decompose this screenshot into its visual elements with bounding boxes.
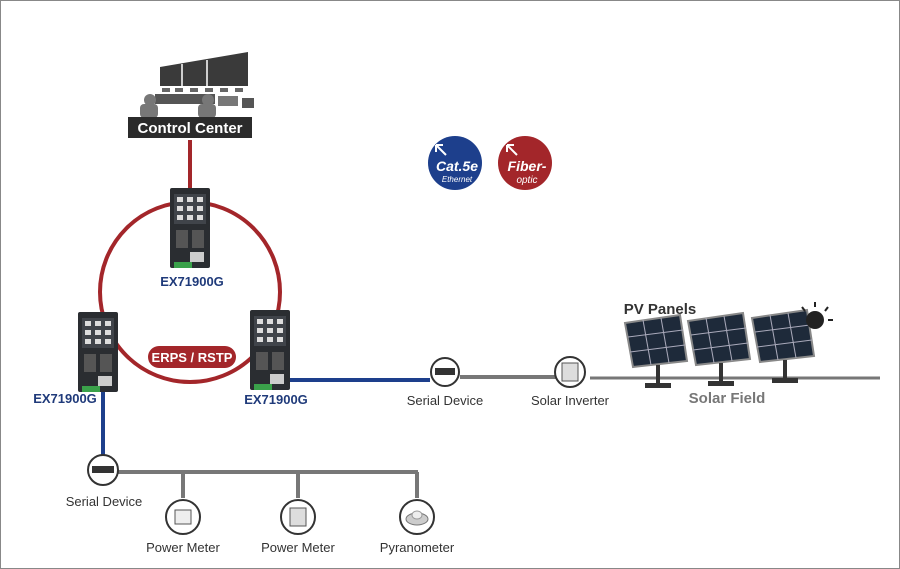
- legend-fiber-line2: optic: [516, 175, 537, 186]
- legend-copper: Cat.5e Ethernet: [428, 136, 482, 190]
- power-meter-2-label: Power Meter: [261, 540, 335, 555]
- switch-top-label: EX71900G: [160, 274, 224, 289]
- switch-right-label: EX71900G: [244, 392, 308, 407]
- ring-protocol-label: ERPS / RSTP: [152, 350, 233, 365]
- sun-icon: [801, 302, 833, 329]
- serial-device-left-label: Serial Device: [66, 494, 143, 509]
- solar-inverter-label: Solar Inverter: [531, 393, 610, 408]
- solar-field-label: Solar Field: [689, 390, 766, 407]
- switch-right-icon[interactable]: [250, 310, 290, 390]
- power-meter-icon[interactable]: [165, 499, 201, 535]
- solar-inverter-icon[interactable]: [554, 356, 586, 388]
- legend-copper-line1: Cat.5e: [436, 158, 478, 174]
- legend-fiber: Fiber- optic: [498, 136, 552, 190]
- serial-bus-left: [118, 470, 419, 498]
- serial-device-right-label: Serial Device: [407, 393, 484, 408]
- control-center-icon: Control Center: [128, 52, 254, 138]
- serial-device-left-icon[interactable]: [87, 454, 119, 486]
- serial-device-right-icon[interactable]: [430, 357, 460, 387]
- pv-panels-label: PV Panels: [624, 301, 697, 318]
- switch-top-icon[interactable]: [170, 188, 210, 268]
- pv-panel-icon: [686, 311, 752, 388]
- switch-left-icon[interactable]: [78, 312, 118, 392]
- legend-copper-line2: Ethernet: [442, 175, 473, 184]
- pv-panel-icon: [750, 308, 816, 385]
- control-center-label: Control Center: [138, 120, 243, 137]
- switch-left-label: EX71900G: [33, 391, 97, 406]
- legend-fiber-line1: Fiber-: [508, 158, 547, 174]
- power-meter-icon[interactable]: [280, 499, 316, 535]
- ring-protocol-badge: [148, 346, 236, 368]
- power-meter-1-label: Power Meter: [146, 540, 220, 555]
- pyranometer-icon[interactable]: [399, 499, 435, 535]
- pyranometer-label: Pyranometer: [380, 540, 455, 555]
